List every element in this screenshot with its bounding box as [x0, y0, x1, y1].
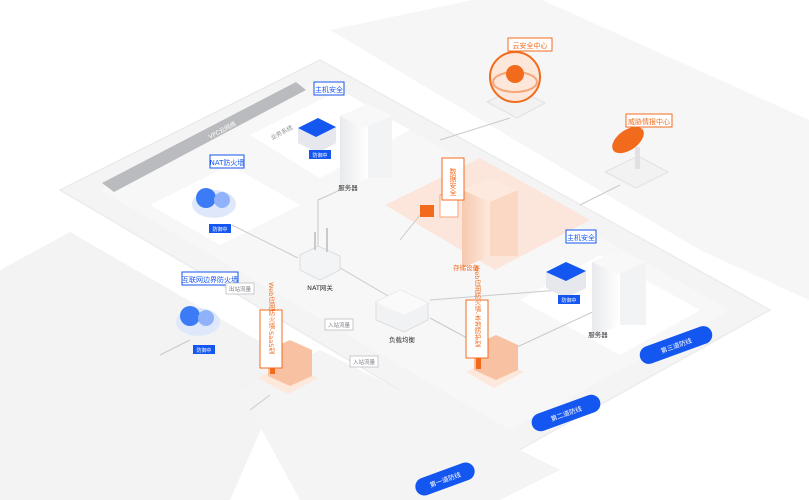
- line-cloud-center: [439, 117, 511, 141]
- line-center-to-data: [399, 214, 421, 241]
- internet-border-firewall-label: 互联网边界防火墙: [182, 275, 238, 284]
- defense-tag-2-label: 防御中: [212, 226, 227, 233]
- inbound-traffic-2-label: 入站流量: [353, 358, 376, 366]
- line-saas-down: [249, 394, 271, 411]
- cloud-security-center-node: [485, 51, 547, 119]
- lower-mid-band: [240, 350, 560, 500]
- lower-left-band: [0, 232, 330, 500]
- orange-callouts: [259, 37, 673, 369]
- nat-gateway-antenna-2: [314, 232, 316, 250]
- internet-firewall-callout: [181, 271, 239, 286]
- nat-firewall-cloud-bubble: [196, 188, 216, 208]
- data-storage-left-face: [462, 178, 490, 268]
- nat-gateway-antenna: [326, 228, 328, 252]
- load-balancer-label: 负载均衡: [389, 335, 416, 344]
- server-1-top-face: [340, 104, 392, 128]
- cloud-security-center-label: 云安全中心: [513, 41, 548, 50]
- line-internet-in: [159, 339, 191, 356]
- line-nat-up: [317, 189, 341, 250]
- load-balancer-node: [375, 289, 429, 333]
- zone-2-pill: [531, 394, 601, 432]
- text-labels: 云安全中心 威胁情报中心 VPC云网络 业务系统 主机安全 主机安全 服务器 服…: [182, 41, 693, 489]
- nat-gateway-box: [299, 245, 341, 281]
- defense-tag-1-label: 防御中: [312, 152, 327, 159]
- host-security-module-1-top: [298, 118, 336, 137]
- vpc-bar: [102, 82, 306, 192]
- nat-firewall-callout: [209, 154, 245, 169]
- line-lb-to-server: [429, 289, 561, 301]
- nat-firewall-node: [192, 188, 236, 218]
- data-security-callout: [441, 157, 465, 201]
- defense-tag-bg-1: [309, 150, 331, 159]
- traffic-tags: [225, 282, 379, 368]
- host-security-callout-1: [313, 81, 345, 96]
- threat-intel-base: [603, 155, 670, 189]
- blue-callouts: [181, 81, 597, 286]
- zone-3-pill: [639, 326, 713, 364]
- cloud-center-callout: [507, 37, 553, 52]
- server-2-top-face: [592, 250, 646, 274]
- cloud-icon: [506, 65, 524, 83]
- server-1-label: 服务器: [338, 183, 358, 192]
- satellite-dish-icon: [612, 126, 644, 154]
- data-security-node: [420, 178, 518, 268]
- data-storage-top-face: [462, 178, 518, 202]
- nat-gateway-label: NAT网关: [307, 283, 333, 292]
- defense-tag-4-label: 防御中: [196, 347, 211, 354]
- right-background-band: [330, 0, 809, 300]
- server-2-label: 服务器: [588, 330, 608, 339]
- outbound-traffic-label: 出站流量: [229, 285, 252, 293]
- outbound-traffic-box: [225, 282, 255, 295]
- waf-local-callout: [465, 299, 489, 359]
- defense-tag-bg-3: [558, 295, 580, 304]
- line-threat-intel: [579, 184, 621, 206]
- line-firewall-to-nat: [231, 224, 299, 259]
- host-security-module-2-top: [546, 262, 586, 281]
- defense-zone-pills: [415, 326, 713, 496]
- nat-firewall-cloud-bubble-2: [214, 192, 230, 208]
- waf-saas-label: Web应用防火墙-SaaS型: [267, 282, 275, 354]
- nat-firewall-label: NAT防火墙: [210, 158, 245, 167]
- defense-tag-bg-4: [193, 345, 215, 354]
- data-security-label: 数据安全: [449, 167, 457, 196]
- inbound-traffic-1-label: 入站流量: [328, 321, 351, 329]
- threat-intel-center-node: [603, 126, 670, 189]
- zone-1-pill: [415, 462, 475, 496]
- internet-firewall-cloud-bubble-2: [198, 310, 214, 326]
- threat-intel-center-label: 威胁情报中心: [628, 117, 670, 126]
- defense-tag-bg-2: [209, 224, 231, 233]
- waf-local-label: Web应用防火墙-本地防护型: [473, 265, 481, 347]
- inbound-traffic-box-2: [349, 355, 379, 368]
- nat-gateway-node: [299, 228, 341, 281]
- internet-firewall-cloud-bubble: [180, 306, 200, 326]
- server-tower-1: [298, 104, 392, 190]
- load-balancer-top: [376, 290, 428, 315]
- host-security-callout-2: [565, 229, 597, 244]
- threat-intel-callout: [625, 113, 673, 128]
- internet-firewall-node: [176, 306, 220, 336]
- storage-devices-label: 存储设备: [453, 263, 480, 272]
- server-2-left-face: [592, 250, 620, 337]
- connection-lines: [159, 117, 641, 411]
- host-security-2-label: 主机安全: [567, 233, 595, 242]
- dish-pole: [635, 147, 640, 169]
- main-platform-inner: [100, 80, 730, 430]
- defense-tags: [193, 150, 580, 354]
- waf-saas-callout: [259, 309, 283, 369]
- server-tower-2: [546, 250, 646, 337]
- defense-tag-3-label: 防御中: [561, 297, 576, 304]
- inbound-traffic-box-1: [324, 318, 354, 331]
- host-security-1-label: 主机安全: [315, 85, 343, 94]
- line-nat-to-lb: [329, 261, 396, 301]
- data-lock-icon: [420, 205, 434, 217]
